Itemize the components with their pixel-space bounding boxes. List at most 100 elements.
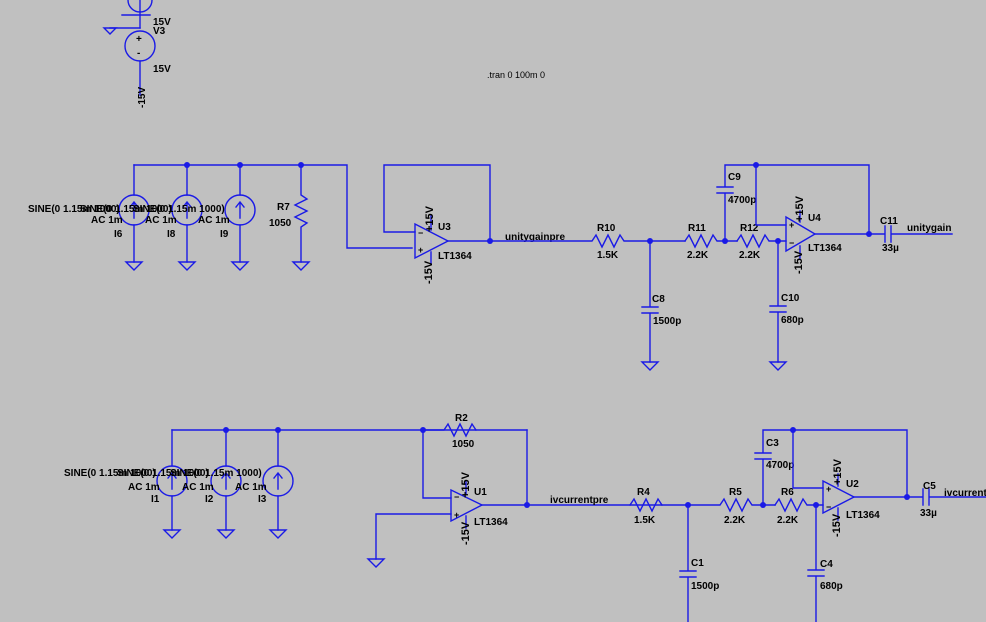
opamp-u2[interactable]: + −	[792, 429, 986, 521]
current-source-i6[interactable]	[118, 164, 150, 271]
current-source-i3[interactable]	[262, 429, 294, 539]
spice-directive[interactable]: .tran 0 100m 0	[487, 70, 545, 80]
r5-value: 2.2K	[724, 515, 746, 526]
current-source-i1[interactable]	[156, 429, 188, 539]
c1-value: 1500p	[691, 581, 719, 592]
c1-name: C1	[691, 558, 704, 569]
v3-mid-label: 15V	[153, 64, 171, 75]
capacitor-c1[interactable]	[679, 504, 697, 622]
c5-name: C5	[923, 481, 936, 492]
supply-section: + - 15V V3 15V -15V	[102, 0, 171, 108]
i6-spec: SINE(0 1.15m 1000)	[28, 204, 120, 215]
opamp-u3[interactable]: − +	[383, 164, 491, 265]
r12-name: R12	[740, 223, 759, 234]
svg-text:−: −	[454, 492, 459, 502]
v3-top-label: 15V	[153, 17, 171, 28]
r12-value: 2.2K	[739, 250, 761, 261]
resistor-r7[interactable]	[291, 164, 311, 271]
svg-text:−: −	[789, 238, 794, 248]
v3-name-label: V3	[153, 26, 166, 37]
i8-name: I8	[167, 229, 176, 240]
u3-vpos: +15V	[424, 205, 436, 232]
r5-name: R5	[729, 487, 742, 498]
u1-vpos: +15V	[460, 471, 472, 498]
svg-text:−: −	[418, 228, 423, 238]
c8-name: C8	[652, 294, 665, 305]
opamp-u1[interactable]: − +	[366, 481, 686, 568]
i8-ac: AC 1m	[145, 215, 177, 226]
i6-name: I6	[114, 229, 123, 240]
c10-name: C10	[781, 293, 800, 304]
resistor-r2[interactable]	[422, 422, 528, 506]
u2-name: U2	[846, 479, 859, 490]
svg-text:+: +	[826, 484, 831, 494]
c3-name: C3	[766, 438, 779, 449]
i2-spec: SINE(0 1.15m 1000)	[117, 468, 209, 479]
current-source-i9[interactable]	[224, 164, 256, 271]
i1-name: I1	[151, 494, 160, 505]
c11-value: 33µ	[882, 243, 899, 254]
i9-name: I9	[220, 229, 229, 240]
resistor-r4[interactable]	[629, 497, 663, 513]
svg-text:−: −	[826, 502, 831, 512]
u3-name: U3	[438, 222, 451, 233]
u4-vpos: +15V	[794, 195, 806, 222]
opamp-u4[interactable]: + −	[755, 164, 953, 259]
i1-ac: AC 1m	[128, 482, 160, 493]
svg-text:+: +	[418, 245, 423, 255]
resistor-r11[interactable]	[684, 233, 738, 249]
net-unitygainpre: unitygainpre	[505, 232, 565, 243]
r11-name: R11	[688, 223, 706, 234]
current-source-i8[interactable]	[171, 164, 203, 271]
r4-value: 1.5K	[634, 515, 656, 526]
svg-text:+: +	[454, 510, 459, 520]
resistor-r12[interactable]	[736, 233, 787, 249]
u3-vneg: -15V	[423, 260, 435, 284]
i3-name: I3	[258, 494, 267, 505]
c5-value: 33µ	[920, 508, 937, 519]
i8-spec: SINE(0 1.15m 1000)	[80, 204, 172, 215]
i9-ac: AC 1m	[198, 215, 230, 226]
capacitor-c10[interactable]	[768, 240, 788, 371]
u2-vneg: -15V	[831, 513, 843, 537]
i3-ac: AC 1m	[235, 482, 267, 493]
u4-vneg: -15V	[793, 250, 805, 274]
capacitor-c4[interactable]	[807, 504, 825, 622]
u1-vneg: -15V	[460, 521, 472, 545]
capacitor-c3[interactable]	[754, 429, 908, 506]
c9-value: 4700p	[728, 195, 756, 206]
svg-text:-: -	[137, 48, 140, 59]
r6-name: R6	[781, 487, 794, 498]
r10-name: R10	[597, 223, 616, 234]
r10-value: 1.5K	[597, 250, 619, 261]
i3-spec: SINE(0 1.15m 1000)	[170, 468, 262, 479]
net-ivcurrentpre: ivcurrentpre	[550, 495, 609, 506]
capacitor-c8[interactable]	[640, 240, 660, 371]
u1-part: LT1364	[474, 517, 508, 528]
svg-text:+: +	[789, 220, 794, 230]
net-unitygain: unitygain	[907, 223, 951, 234]
u2-vpos: +15V	[832, 458, 844, 485]
i1-spec: SINE(0 1.15m 1000)	[64, 468, 156, 479]
resistor-r6[interactable]	[774, 497, 824, 513]
c11-name: C11	[880, 216, 898, 227]
u4-part: LT1364	[808, 243, 842, 254]
r7-name: R7	[277, 202, 290, 213]
resistor-r10[interactable]	[489, 233, 686, 249]
r6-value: 2.2K	[777, 515, 799, 526]
r2-name: R2	[455, 413, 468, 424]
r11-value: 2.2K	[687, 250, 709, 261]
c3-value: 4700p	[766, 460, 794, 471]
r7-value: 1050	[269, 218, 292, 229]
i2-name: I2	[205, 494, 214, 505]
bottom-circuit: SINE(0 1.15m 1000) SINE(0 1.15m 1000) SI…	[64, 413, 986, 622]
current-source-i2[interactable]	[210, 429, 242, 539]
c4-value: 680p	[820, 581, 843, 592]
capacitor-c9[interactable]	[716, 164, 870, 242]
c10-value: 680p	[781, 315, 804, 326]
net-ivcurrent: ivcurrent	[944, 488, 986, 499]
i9-spec: SINE(0 1.15m 1000)	[133, 204, 225, 215]
top-circuit: SINE(0 1.15m 1000) SINE(0 1.15m 1000) SI…	[28, 162, 953, 371]
resistor-r5[interactable]	[687, 497, 776, 513]
